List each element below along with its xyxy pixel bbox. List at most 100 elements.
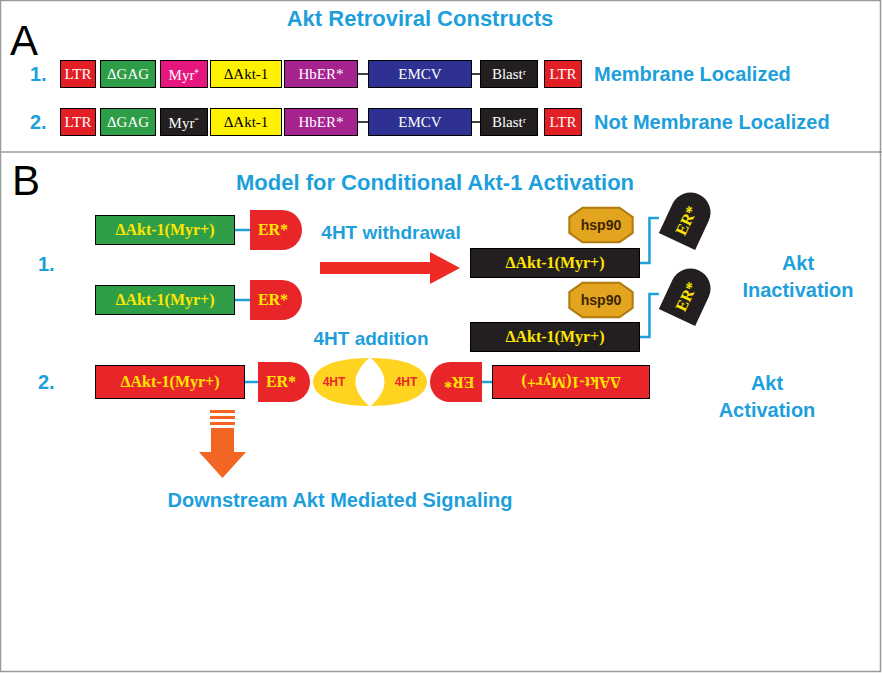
- connector-line: [482, 381, 492, 384]
- step-label: 4HT addition: [296, 328, 446, 351]
- node-text: ΔAkt-1(Myr+): [120, 373, 219, 391]
- node-text: ΔGAG: [107, 66, 149, 83]
- er-domain: ER*: [250, 210, 302, 250]
- label-text: 4HT addition: [313, 328, 428, 349]
- label-text: Downstream Akt Mediated Signaling: [168, 489, 513, 511]
- construct-segment: LTR: [60, 108, 96, 136]
- label-text: Akt Activation: [719, 372, 816, 421]
- construct-segment: ΔGAG: [100, 60, 156, 88]
- hsp90-octagon: hsp90: [568, 282, 634, 318]
- label-text: 2.: [38, 371, 55, 393]
- node-text: ΔGAG: [107, 114, 149, 131]
- label-text: 1.: [38, 253, 55, 275]
- node-text: ER*: [672, 203, 701, 238]
- hsp90-octagon: hsp90: [568, 207, 634, 243]
- node-text: HbER*: [299, 114, 344, 131]
- outcome-label: Downstream Akt Mediated Signaling: [100, 488, 580, 512]
- label-text: Membrane Localized: [594, 63, 791, 85]
- step-label: 4HT withdrawal: [306, 222, 476, 245]
- connector-line: [358, 73, 368, 75]
- construct-segment: LTR: [544, 60, 582, 88]
- row-number: 1.: [30, 62, 58, 86]
- arrow-stripe: [210, 416, 235, 419]
- arrow-stripe: [210, 410, 235, 413]
- node-text: ΔAkt-1(Myr+): [521, 373, 620, 391]
- node-text: EMCV: [398, 114, 441, 131]
- akt-kinase-box: ΔAkt-1(Myr+): [470, 322, 640, 352]
- node-text: ΔAkt-1(Myr+): [115, 291, 214, 309]
- node-text: LTR: [550, 66, 577, 83]
- node-text: hsp90: [581, 292, 621, 308]
- construct-segment: Myr⁻: [160, 108, 208, 136]
- label-text: B: [12, 157, 40, 204]
- node-text: Myr⁺: [169, 64, 200, 84]
- construct-segment: HbER*: [284, 60, 358, 88]
- akt-kinase-box: ΔAkt-1(Myr+): [95, 285, 235, 315]
- node-text: ΔAkt-1(Myr+): [505, 254, 604, 272]
- node-text: Blastʳ: [492, 114, 526, 131]
- row-number: 2.: [38, 370, 66, 394]
- panel-heading: Akt Retroviral Constructs: [200, 6, 640, 32]
- node-text: LTR: [65, 66, 92, 83]
- connector-line: [640, 218, 659, 263]
- label-text: Not Membrane Localized: [594, 111, 830, 133]
- connector-line: [245, 381, 258, 384]
- connector-line: [358, 121, 368, 123]
- ligand-crescent: 4HT: [371, 358, 427, 406]
- row-number: 1.: [38, 252, 66, 276]
- arrow-shaft: [211, 428, 234, 452]
- node-text: HbER*: [299, 66, 344, 83]
- label-text: 1.: [30, 63, 47, 85]
- construct-segment: ΔGAG: [100, 108, 156, 136]
- label-text: A: [10, 17, 38, 64]
- er-domain: ER*: [430, 362, 482, 402]
- label-text: Akt Inactivation: [742, 252, 853, 301]
- panel-letter: A: [10, 16, 50, 66]
- label-text: 4HT withdrawal: [321, 222, 460, 243]
- construct-segment: Blastʳ: [480, 60, 538, 88]
- crescent-group: [371, 358, 427, 406]
- node-text: ΔAkt-1(Myr+): [115, 221, 214, 239]
- row-note: Membrane Localized: [594, 62, 864, 86]
- node-text: 4HT: [323, 375, 346, 389]
- construct-segment: ΔAkt-1: [210, 108, 282, 136]
- arrow-head: [199, 452, 246, 478]
- akt-kinase-box: ΔAkt-1(Myr+): [492, 365, 650, 399]
- node-text: Myr⁻: [169, 112, 200, 132]
- connector-line: [640, 294, 659, 337]
- node-text: ER*: [258, 221, 288, 239]
- node-text: ΔAkt-1: [224, 114, 269, 131]
- panel-divider: [0, 151, 882, 153]
- connector-line: [472, 121, 480, 123]
- panel-heading: Model for Conditional Akt-1 Activation: [180, 170, 690, 196]
- row-number: 2.: [30, 110, 58, 134]
- row-note: Not Membrane Localized: [594, 110, 874, 134]
- crescent-fill: [313, 358, 369, 406]
- octagon-fill: [569, 283, 632, 318]
- akt-kinase-box: ΔAkt-1(Myr+): [95, 215, 235, 245]
- octagon-fill: [569, 208, 632, 243]
- node-text: ER*: [258, 291, 288, 309]
- node-text: LTR: [65, 114, 92, 131]
- node-text: ΔAkt-1(Myr+): [505, 328, 604, 346]
- node-text: hsp90: [581, 217, 621, 233]
- panel-letter: B: [12, 156, 52, 206]
- construct-segment: Blastʳ: [480, 108, 538, 136]
- state-label: Akt Inactivation: [738, 250, 858, 304]
- connector-line: [472, 73, 480, 75]
- crescent-fill: [371, 358, 427, 406]
- label-text: Akt Retroviral Constructs: [287, 6, 554, 31]
- construct-segment: LTR: [544, 108, 582, 136]
- er-domain: ER*: [659, 186, 717, 250]
- connector-line: [235, 299, 250, 302]
- label-text: 2.: [30, 111, 47, 133]
- construct-segment: ΔAkt-1: [210, 60, 282, 88]
- er-domain: ER*: [258, 362, 310, 402]
- node-text: ER*: [672, 279, 701, 314]
- akt-kinase-box: ΔAkt-1(Myr+): [470, 248, 640, 278]
- er-domain: ER*: [659, 262, 717, 326]
